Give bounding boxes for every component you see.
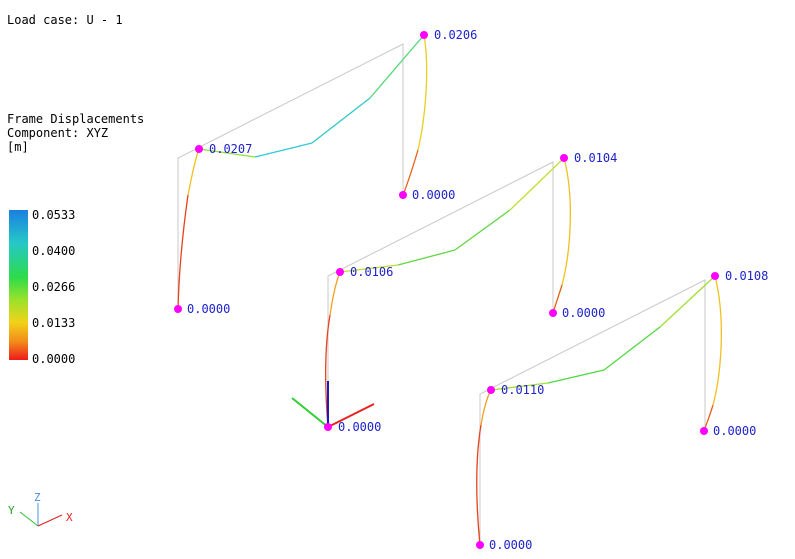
node-f2-top-right — [560, 154, 568, 162]
node-label: 0.0000 — [412, 188, 455, 202]
axis-x-line — [327, 403, 375, 428]
node-label: 0.0104 — [574, 151, 617, 165]
legend-component: Component: XYZ — [7, 126, 109, 140]
node-f1-top-left — [195, 145, 203, 153]
legend-tick: 0.0400 — [32, 244, 76, 258]
node-label: 0.0108 — [725, 269, 768, 283]
node-label: 0.0000 — [713, 424, 756, 438]
legend-tick: 0.0533 — [32, 208, 76, 222]
node-label: 0.0000 — [562, 306, 605, 320]
legend-title: Frame Displacements — [7, 112, 145, 126]
triad-z-label: Z — [34, 491, 41, 504]
legend-color-scale — [9, 210, 28, 360]
frame-1-deformed — [177, 34, 428, 310]
node-label: 0.0000 — [338, 420, 381, 434]
frame-2-undeformed — [327, 161, 554, 427]
node-f3-base-left — [476, 541, 484, 549]
legend-tick: 0.0000 — [32, 352, 76, 366]
triad-y-label: Y — [8, 504, 15, 517]
node-label: 0.0000 — [187, 302, 230, 316]
axis-y-line — [291, 397, 329, 428]
node-f3-top-right — [711, 272, 719, 280]
frame-3-deformed — [476, 275, 723, 546]
node-label: 0.0000 — [489, 538, 532, 552]
load-case-label: Load case: U - 1 — [7, 13, 123, 27]
legend-tick: 0.0133 — [32, 316, 76, 330]
frame-1-undeformed — [177, 43, 404, 309]
legend-tick: 0.0266 — [32, 280, 76, 294]
node-labels: 0.0000 0.0207 0.0206 0.0000 0.0000 0.010… — [187, 28, 768, 552]
node-label: 0.0110 — [501, 383, 544, 397]
triad-y-line — [19, 511, 39, 527]
node-f1-base-right — [399, 191, 407, 199]
node-label: 0.0207 — [209, 142, 252, 156]
node-f2-base-right — [549, 309, 557, 317]
triad-x-label: X — [66, 511, 73, 524]
frame-3-undeformed — [479, 279, 706, 545]
node-f3-base-right — [700, 427, 708, 435]
node-label: 0.0206 — [434, 28, 477, 42]
node-f1-base-left — [174, 305, 182, 313]
origin-axes — [291, 381, 375, 428]
undeformed-frames — [177, 43, 706, 545]
triad-x-line — [37, 514, 63, 527]
node-f2-top-left — [336, 268, 344, 276]
node-label: 0.0106 — [350, 265, 393, 279]
global-axis-triad: Z Y X — [8, 491, 73, 527]
node-f1-top-right — [420, 31, 428, 39]
legend-unit: [m] — [7, 140, 29, 154]
node-f3-top-left — [487, 386, 495, 394]
nodes — [174, 31, 719, 549]
node-f2-base-left — [324, 423, 332, 431]
